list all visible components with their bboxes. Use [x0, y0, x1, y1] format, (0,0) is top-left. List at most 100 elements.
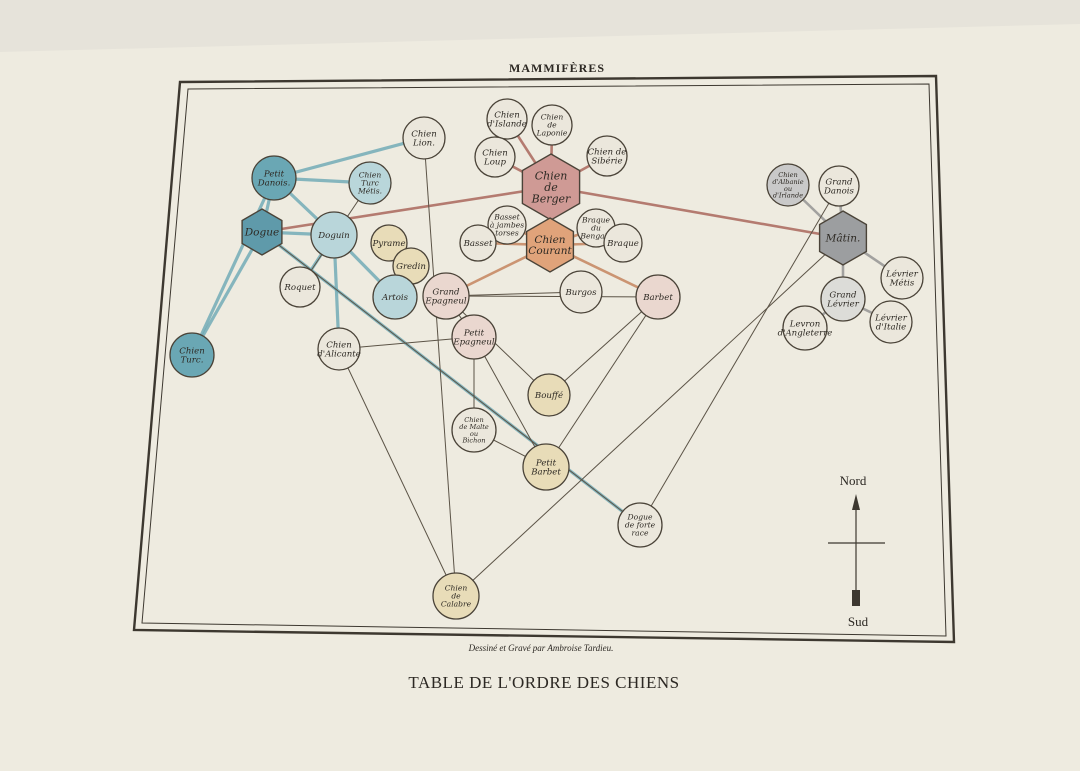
- edge-grand-epagneul-to-barbet: [445, 295, 659, 298]
- node-dogue-shape: [241, 208, 283, 256]
- node-grand-levrier-shape: [820, 276, 866, 322]
- node-basset-jambes-torses-shape: [487, 205, 527, 245]
- plate-header: MAMMIFÈRES: [509, 61, 605, 75]
- node-petit-epagneul-shape: [451, 314, 497, 360]
- node-chien-lion-shape: [402, 116, 446, 160]
- node-burgos-shape: [559, 270, 603, 314]
- edge-barbet-to-bouffe: [548, 296, 659, 396]
- node-dogue-label: Dogue: [244, 227, 279, 239]
- node-chien-malte-shape: [451, 407, 497, 453]
- north-arrow-icon: [852, 494, 860, 510]
- node-doguin-shape: [310, 211, 358, 259]
- node-chien-calabre-shape: [432, 572, 480, 620]
- node-grand-danois-shape: [818, 165, 860, 207]
- node-artois-shape: [372, 274, 418, 320]
- south-marker-icon: [852, 590, 860, 606]
- node-bouffe-label: Bouffé: [534, 390, 563, 401]
- node-artois-label: Artois: [381, 293, 409, 303]
- node-chien-islande-shape: [486, 98, 528, 140]
- node-braque-label: Braque: [606, 239, 639, 249]
- node-pyrame: Pyrame: [370, 224, 408, 262]
- compass-north-label: Nord: [840, 473, 867, 488]
- plate-title: TABLE DE L'ORDRE DES CHIENS: [408, 673, 679, 692]
- node-levrier-italie-shape: [869, 300, 913, 344]
- node-braque-shape: [603, 223, 643, 263]
- node-dogue: Dogue: [241, 208, 283, 256]
- node-matin: Mâtin.: [818, 210, 868, 266]
- node-matin-shape: [818, 210, 868, 266]
- node-bouffe-shape: [527, 373, 571, 417]
- edge-barbet-to-petit-barbet: [545, 296, 659, 468]
- node-basset-label: Basset: [463, 239, 493, 249]
- outer-frame: [132, 74, 956, 644]
- node-roquet: Roquet: [279, 266, 321, 308]
- node-grand-epagneul-shape: [422, 272, 470, 320]
- edge-chien-berger-to-matin: [550, 185, 844, 240]
- node-bouffe: Bouffé: [527, 373, 571, 417]
- node-basset: Basset: [459, 224, 497, 262]
- node-levrier-metis-shape: [880, 256, 924, 300]
- edge-petit-danois-to-chien-turc: [190, 177, 276, 356]
- node-chien-alicante-shape: [317, 327, 361, 371]
- edge-chien-lion-to-chien-calabre: [423, 137, 457, 597]
- node-roquet-shape: [279, 266, 321, 308]
- node-barbet: Barbet: [635, 274, 681, 320]
- node-gredin-label: Gredin: [396, 262, 426, 272]
- node-burgos-label: Burgos: [564, 288, 597, 298]
- node-chien-turc-shape: [169, 332, 215, 378]
- node-chien-siberie-shape: [586, 135, 628, 177]
- node-basset-shape: [459, 224, 497, 262]
- node-pyrame-shape: [370, 224, 408, 262]
- node-chien-irlande-shape: [766, 163, 810, 207]
- node-chien-courant-shape: [525, 217, 575, 273]
- engraver-credit: Dessiné et Gravé par Ambroise Tardieu.: [468, 643, 614, 653]
- edge-dogue-to-chien-turc: [190, 231, 264, 356]
- edge-chien-calabre-to-matin: [455, 237, 844, 597]
- compass-south-label: Sud: [848, 614, 869, 629]
- edge-chien-calabre-to-chien-alicante: [338, 348, 457, 597]
- compass-rose: Nord Sud: [828, 473, 885, 629]
- node-matin-label: Mâtin.: [825, 233, 861, 245]
